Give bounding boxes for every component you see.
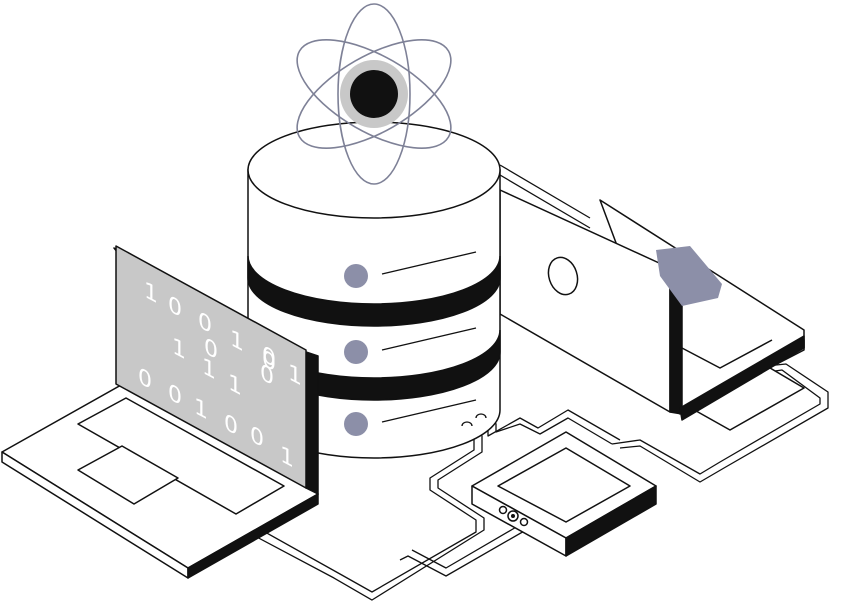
network-hub-icon [471, 431, 657, 557]
binary-digit: 0 [224, 408, 238, 442]
binary-digit: 1 [202, 352, 216, 386]
binary-digit: 0 [250, 420, 264, 454]
binary-digit: 1 [172, 332, 186, 366]
cable-hub-to-right-laptop [611, 363, 829, 483]
laptop-screen [115, 245, 307, 489]
keyboard [77, 397, 285, 515]
cables [235, 164, 829, 601]
drive-indicator-2 [344, 340, 368, 364]
binary-digit: 0 [198, 306, 212, 340]
binary-digit: 0 [204, 332, 218, 366]
binary-digit: 1 [228, 368, 242, 402]
binary-digit: 1 [230, 324, 244, 358]
laptop-back-icon [499, 189, 805, 431]
binary-digit: 0 [138, 362, 152, 396]
hub-port-3 [519, 517, 529, 527]
cable-server-to-right-laptop [499, 164, 591, 229]
binary-digit: 1 [194, 392, 208, 426]
atom-nucleus [350, 70, 398, 118]
binary-digit: 0 [168, 290, 182, 324]
binary-digit: 1 [144, 276, 158, 310]
binary-digit: 0 [262, 344, 276, 378]
drive-indicator-1 [344, 264, 368, 288]
laptop-logo-icon [547, 256, 579, 296]
trackpad [77, 445, 179, 505]
hub-port-1 [498, 505, 508, 515]
cable-hub-port [399, 520, 527, 577]
screen-glow-panel [656, 246, 722, 306]
binary-digit: 0 [262, 340, 276, 374]
atom-icon [296, 3, 452, 185]
binary-digit: 0 [168, 378, 182, 412]
binary-digit: 1 [280, 440, 294, 474]
cable-server-to-hub-left [235, 420, 485, 601]
binary-digit: 1 [288, 358, 302, 392]
cable-server-to-hub-mid [479, 409, 621, 445]
drive-indicator-3 [344, 412, 368, 436]
binary-digit: 0 [260, 358, 274, 392]
laptop-icon [1, 245, 319, 579]
